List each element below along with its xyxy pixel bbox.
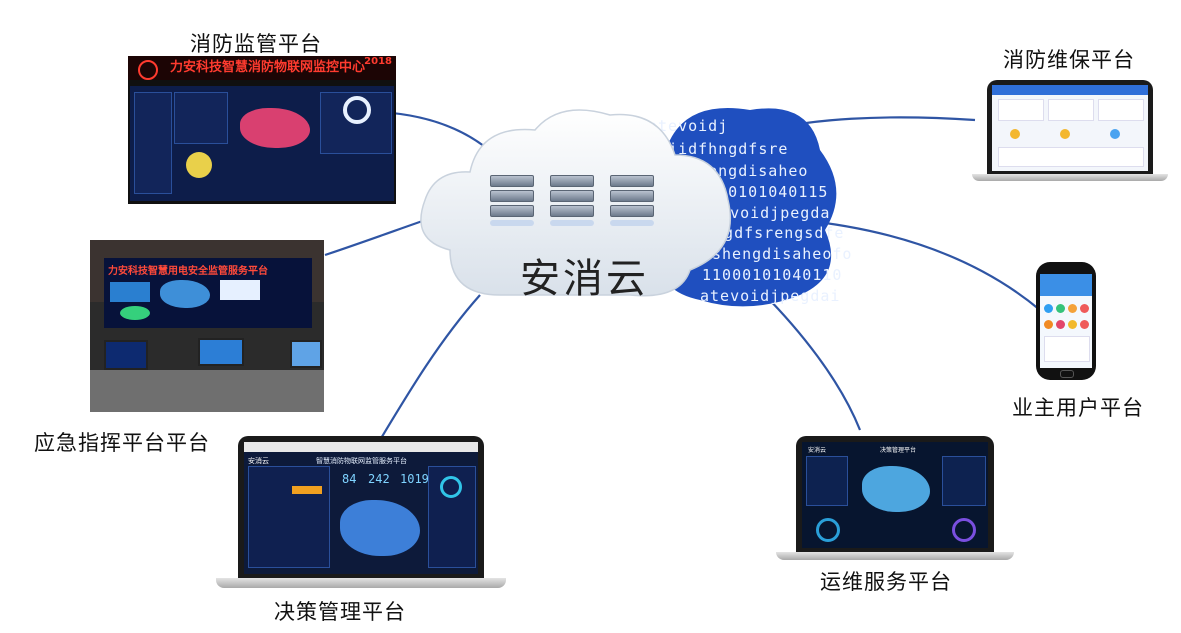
server-icon (550, 175, 594, 226)
label-supervision: 消防监管平台 (190, 32, 322, 56)
laptop-base (216, 578, 506, 588)
server-icon (610, 175, 654, 226)
server-icon (490, 175, 534, 226)
operations-title: 决策管理平台 (880, 447, 917, 454)
maintenance-laptop (987, 80, 1153, 174)
emergency-photo: 力安科技智慧用电安全监管服务平台 (90, 240, 324, 412)
cloud-shape (420, 109, 732, 297)
line-owner (799, 218, 1041, 311)
label-owner: 业主用户平台 (1012, 396, 1144, 420)
supervision-photo: 力安科技智慧消防物联网监控中心 2018 (128, 56, 396, 204)
label-maintenance: 消防维保平台 (1003, 48, 1135, 72)
code-line: atevoidjpegda (700, 204, 831, 222)
label-emergency: 应急指挥平台平台 (34, 431, 210, 455)
decision-count: 242 (368, 472, 390, 486)
line-decision (379, 294, 481, 441)
line-operations (759, 289, 862, 431)
operations-logo: 安消云 (808, 447, 827, 454)
code-line: fejidfhngdfsre (648, 140, 789, 158)
decision-laptop: 安消云 智慧消防物联网监管服务平台 84 242 1019 (238, 436, 484, 578)
decision-title: 智慧消防物联网监管服务平台 (316, 457, 407, 465)
code-line: shengdisaheofo (712, 245, 853, 263)
label-decision: 决策管理平台 (274, 600, 406, 624)
emergency-banner: 力安科技智慧用电安全监管服务平台 (108, 266, 268, 277)
supervision-year: 2018 (364, 56, 392, 67)
code-line: atevoidjpegdai (700, 287, 841, 305)
code-line: atevoidj (648, 117, 729, 135)
owner-phone (1036, 262, 1096, 380)
decision-logo: 安消云 (248, 457, 269, 465)
supervision-banner: 力安科技智慧消防物联网监控中心 (170, 60, 366, 75)
logo-icon (138, 60, 158, 80)
label-operations: 运维服务平台 (820, 570, 952, 594)
center-label: 安消云 (520, 256, 649, 302)
laptop-base (972, 174, 1168, 181)
operations-laptop: 安消云 决策管理平台 (796, 436, 994, 552)
code-line: 11000101040110 (702, 266, 843, 284)
laptop-base (776, 552, 1014, 560)
decision-count: 84 (342, 472, 357, 486)
decision-count: 1019 (400, 472, 429, 486)
code-line: nngdfsrengsdfe (704, 224, 845, 242)
